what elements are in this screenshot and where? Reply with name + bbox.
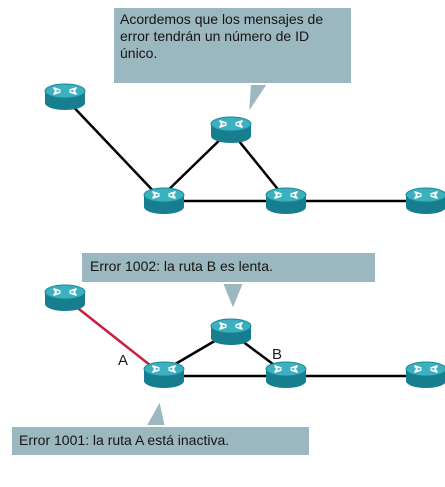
callout-top-text: Acordemos que los mensajes de error tend… bbox=[120, 11, 324, 61]
route-b-label: B bbox=[272, 346, 283, 363]
callout-bottom: Error 1001: la ruta A está inactiva. bbox=[10, 425, 311, 457]
callout-bottom-pointer bbox=[143, 397, 168, 428]
route-a-label: A bbox=[118, 352, 129, 369]
callout-middle-pointer bbox=[220, 282, 246, 313]
router-icon bbox=[265, 361, 307, 389]
callout-top-pointer bbox=[246, 83, 270, 118]
callout-bottom-text: Error 1001: la ruta A está inactiva. bbox=[19, 432, 230, 448]
callout-top: Acordemos que los mensajes de error tend… bbox=[112, 6, 353, 85]
router-icon bbox=[44, 284, 86, 312]
callout-middle: Error 1002: la ruta B es lenta. bbox=[80, 251, 377, 284]
router-icon bbox=[210, 318, 252, 346]
router-icon bbox=[210, 116, 252, 144]
top-network-links bbox=[64, 97, 425, 203]
router-icon bbox=[44, 83, 86, 111]
router-icon bbox=[405, 187, 445, 215]
router-icon bbox=[405, 361, 445, 389]
router-icon bbox=[265, 187, 307, 215]
link-route-a bbox=[64, 297, 161, 374]
router-icon bbox=[143, 187, 185, 215]
router-icon bbox=[143, 361, 185, 389]
link-top-left bbox=[64, 97, 161, 199]
callout-middle-text: Error 1002: la ruta B es lenta. bbox=[90, 258, 273, 274]
